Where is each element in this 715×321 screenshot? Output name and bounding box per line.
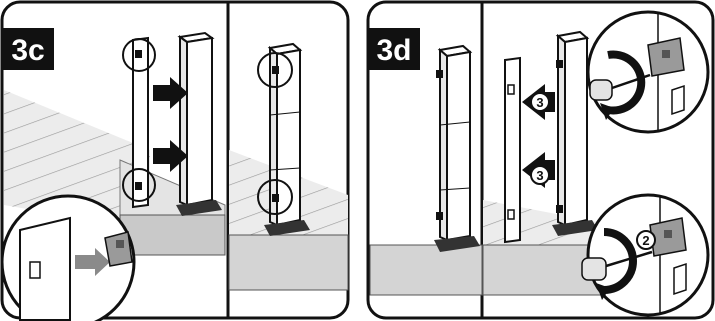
panel-3c: 3c	[0, 0, 350, 321]
zoom-inset-top	[586, 10, 710, 134]
post-3d-mid	[552, 30, 598, 236]
bracket-icon	[135, 50, 142, 58]
cover-rail	[504, 56, 521, 244]
highlight-circle-bottom	[122, 168, 156, 202]
step-label-3d-bg	[368, 28, 420, 70]
post-installed	[257, 42, 310, 236]
fascia-right	[228, 234, 349, 291]
push-arrow-icon	[75, 248, 110, 276]
post-base	[176, 200, 222, 216]
bracket-icon	[272, 194, 279, 202]
bracket-icon	[647, 37, 685, 77]
panel-3d: 3 3	[366, 0, 715, 320]
step-label-3d: 3d	[376, 34, 411, 67]
bracket-icon	[135, 182, 142, 190]
callout-arrow-bottom: 3	[536, 168, 543, 183]
callout-zoom-bottom: 2	[642, 233, 649, 248]
deck-floor	[4, 90, 150, 230]
zoom-inset-3c	[0, 194, 136, 321]
push-arrow-icon	[153, 77, 188, 172]
step-label-3c-bg	[2, 28, 54, 70]
bracket-icon	[104, 231, 133, 267]
fascia-board	[119, 214, 226, 256]
post-3d-left	[434, 44, 480, 252]
post-3c	[176, 31, 222, 216]
bracket-rail	[122, 36, 156, 209]
step-label-3c: 3c	[11, 34, 44, 67]
rotate-arrow-icon	[603, 228, 637, 294]
highlight-circle-top	[122, 38, 156, 72]
bracket-icon	[272, 66, 279, 74]
callout-arrow-top: 3	[536, 95, 543, 110]
zoom-inset-bottom: 2	[581, 193, 710, 317]
rotate-arrow-icon	[607, 50, 646, 115]
